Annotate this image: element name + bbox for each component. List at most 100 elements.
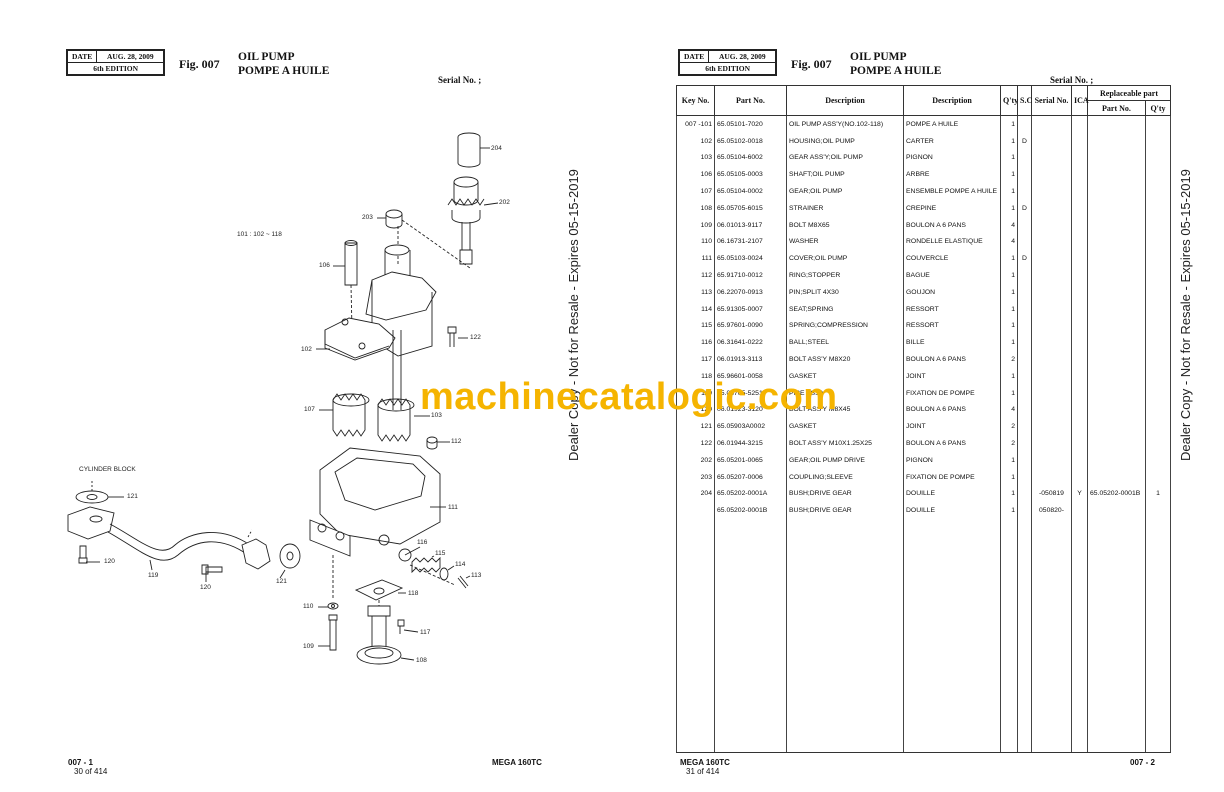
date-value: AUG. 28, 2009 [708, 50, 777, 63]
rep-part-no-cell [1087, 132, 1146, 150]
key-no-cell: 122 [676, 435, 715, 452]
serial-no-cell [1031, 149, 1072, 167]
empty-cell [1017, 519, 1032, 754]
description-fr-cell: FIXATION DE POMPE [903, 384, 1001, 402]
rep-qty-cell [1145, 367, 1171, 385]
ica-cell [1071, 166, 1088, 184]
qty-cell: 1 [1000, 283, 1018, 301]
key-no-cell: 116 [676, 334, 715, 352]
serial-no-cell [1031, 451, 1072, 469]
description-en-cell: OIL PUMP ASS'Y(NO.102-118) [786, 115, 904, 133]
empty-cell [1071, 519, 1088, 754]
ica-cell [1071, 435, 1088, 452]
rep-part-no-cell [1087, 300, 1146, 318]
description-en-cell: PIN;SPLIT 4X30 [786, 283, 904, 301]
serial-no-cell [1031, 435, 1072, 452]
empty-cell [1087, 519, 1146, 754]
key-no-cell: 202 [676, 451, 715, 469]
serial-no-cell [1031, 300, 1072, 318]
watermark: machinecatalogic.com [420, 376, 838, 418]
qty-cell: 4 [1000, 401, 1018, 419]
key-no-cell: 108 [676, 199, 715, 217]
rep-qty-cell [1145, 418, 1171, 436]
serial-no-cell [1031, 351, 1072, 368]
part-no-cell: 06.01013-9117 [714, 216, 787, 234]
edition: 6th EDITION [678, 62, 777, 75]
col-ica: ICA [1071, 85, 1089, 116]
serial-no-cell [1031, 283, 1072, 301]
description-en-cell: SPRING;COMPRESSION [786, 317, 904, 335]
ica-cell [1071, 149, 1088, 167]
description-fr-cell: DOUILLE [903, 502, 1001, 520]
date-value: AUG. 28, 2009 [96, 50, 165, 63]
ica-cell [1071, 283, 1088, 301]
key-no-cell: 114 [676, 300, 715, 318]
col-qty: Q'ty [1000, 85, 1018, 116]
description-en-cell: BOLT M8X65 [786, 216, 904, 234]
sc-cell [1017, 283, 1032, 301]
dealer-notice-right: Dealer Copy - Not for Resale - Expires 0… [1178, 169, 1193, 461]
serial-no-cell [1031, 132, 1072, 150]
rep-part-no-cell [1087, 468, 1146, 486]
date-label: DATE [66, 50, 98, 63]
qty-cell: 2 [1000, 435, 1018, 452]
description-fr-cell: BOULON A 6 PANS [903, 216, 1001, 234]
description-en-cell: BUSH;DRIVE GEAR [786, 485, 904, 503]
sc-cell [1017, 267, 1032, 284]
edition: 6th EDITION [66, 62, 165, 75]
empty-cell [786, 519, 904, 754]
col-rep-qty: Q'ty [1145, 100, 1171, 116]
rep-qty-cell [1145, 250, 1171, 268]
rep-part-no-cell [1087, 283, 1146, 301]
title-en: OIL PUMP [238, 51, 295, 63]
label-107: 107 [304, 406, 315, 413]
description-fr-cell: COUVERCLE [903, 250, 1001, 268]
part-no-cell: 65.05102-0018 [714, 132, 787, 150]
fig-label: Fig. 007 [791, 57, 832, 71]
serial-no-cell [1031, 367, 1072, 385]
right-page-of: 31 of 414 [686, 767, 720, 776]
ica-cell [1071, 451, 1088, 469]
ica-cell: Y [1071, 485, 1088, 503]
description-en-cell: RING;STOPPER [786, 267, 904, 284]
ica-cell [1071, 502, 1088, 520]
rep-qty-cell [1145, 267, 1171, 284]
qty-cell: 1 [1000, 149, 1018, 167]
rep-part-no-cell [1087, 250, 1146, 268]
description-fr-cell: FIXATION DE POMPE [903, 468, 1001, 486]
key-no-cell: 107 [676, 183, 715, 200]
label-115: 115 [435, 550, 446, 557]
left-date-box: DATE AUG. 28, 2009 6th EDITION [66, 49, 166, 76]
qty-cell: 1 [1000, 502, 1018, 520]
description-en-cell: BOLT ASS'Y M10X1.25X25 [786, 435, 904, 452]
qty-cell: 4 [1000, 216, 1018, 234]
rep-qty-cell [1145, 166, 1171, 184]
col-description-en: Description [786, 85, 904, 116]
col-rep-part-no: Part No. [1087, 100, 1146, 116]
serial-no-cell [1031, 199, 1072, 217]
sc-cell [1017, 351, 1032, 368]
description-fr-cell: RESSORT [903, 300, 1001, 318]
serial-no-cell [1031, 334, 1072, 352]
qty-cell: 1 [1000, 317, 1018, 335]
ica-cell [1071, 351, 1088, 368]
label-121-left: 121 [127, 493, 138, 500]
ica-cell [1071, 367, 1088, 385]
description-fr-cell: BILLE [903, 334, 1001, 352]
rep-qty-cell [1145, 435, 1171, 452]
sc-cell [1017, 317, 1032, 335]
description-fr-cell: ENSEMBLE POMPE A HUILE [903, 183, 1001, 200]
ica-cell [1071, 216, 1088, 234]
sc-cell [1017, 149, 1032, 167]
description-fr-cell: BOULON A 6 PANS [903, 351, 1001, 368]
description-fr-cell: GOUJON [903, 283, 1001, 301]
sc-cell [1017, 418, 1032, 436]
key-no-cell: 103 [676, 149, 715, 167]
